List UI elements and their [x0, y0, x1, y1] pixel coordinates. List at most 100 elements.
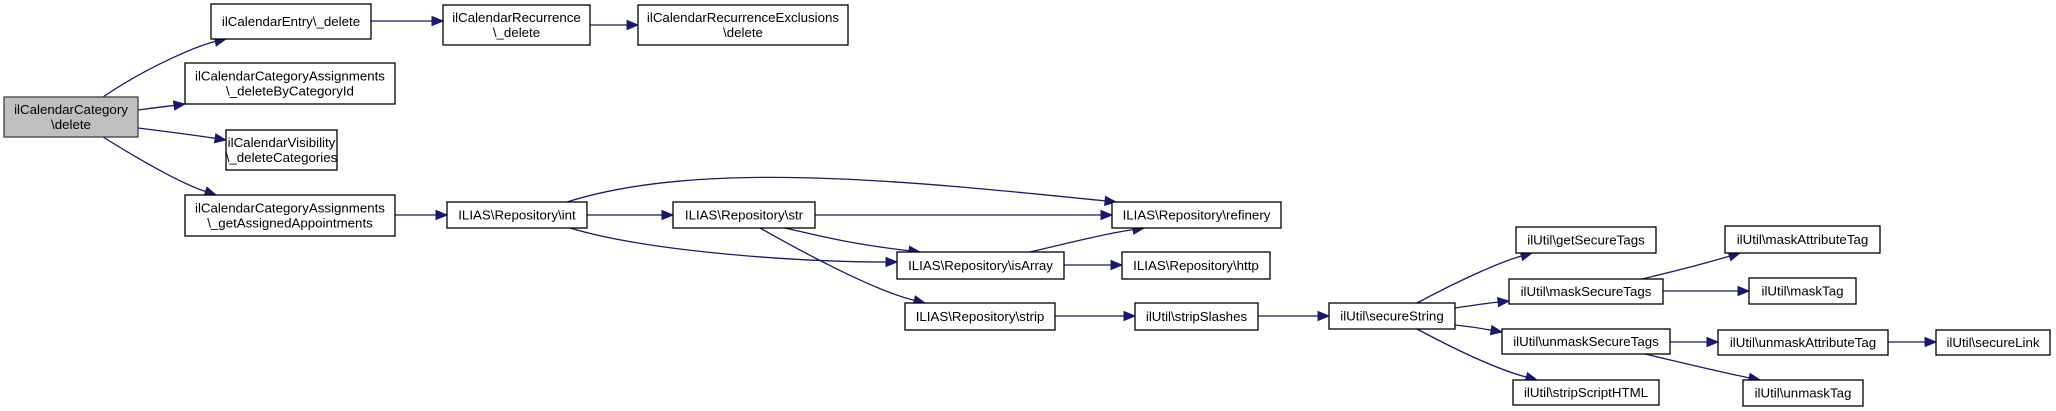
- node-box: [442, 4, 591, 46]
- node-label: ilCalendarVisibility: [228, 135, 336, 150]
- node-label: ilUtil\maskTag: [1761, 284, 1843, 299]
- arrowhead-icon: [885, 256, 899, 268]
- arrowhead-icon: [435, 209, 449, 221]
- node-box: [210, 3, 372, 40]
- node-box: [3, 96, 139, 138]
- edge-repo-int-to-repo-isarray: [569, 227, 899, 268]
- node-box: [1134, 302, 1259, 331]
- edge-root-to-get-assigned: [102, 136, 218, 197]
- node-get-secure-tags[interactable]: ilUtil\getSecureTags: [1515, 226, 1657, 254]
- arrowhead-icon: [1110, 259, 1124, 271]
- edge-unmask-secure-tags-to-unmask-tag: [1644, 353, 1762, 383]
- node-box: [637, 4, 849, 46]
- edge-get-assigned-to-repo-int: [395, 209, 449, 221]
- node-label: ilCalendarRecurrenceExclusions: [647, 10, 840, 25]
- node-recurrence-delete[interactable]: ilCalendarRecurrence\_delete: [442, 4, 591, 46]
- node-strip-script-html[interactable]: ilUtil\stripScriptHTML: [1512, 379, 1660, 406]
- node-box: [1742, 379, 1864, 407]
- node-label: ilUtil\unmaskTag: [1755, 386, 1852, 401]
- edge-line: [1454, 301, 1499, 309]
- node-box: [904, 302, 1056, 331]
- arrowhead-icon: [1123, 310, 1137, 322]
- arrowhead-icon: [1497, 296, 1511, 308]
- node-label: \_deleteByCategoryId: [226, 84, 354, 99]
- edge-repo-isarray-to-repo-http: [1063, 259, 1124, 271]
- arrowhead-icon: [1924, 336, 1938, 348]
- node-box: [1748, 277, 1857, 305]
- node-repo-isarray[interactable]: ILIAS\Repository\isArray: [896, 251, 1065, 280]
- node-label: ilCalendarEntry\_delete: [222, 14, 360, 29]
- node-box: [1724, 225, 1881, 254]
- edge-root-to-delete-by-category: [137, 100, 187, 111]
- node-label: ilUtil\stripSlashes: [1146, 309, 1248, 324]
- node-unmask-attribute-tag[interactable]: ilUtil\unmaskAttributeTag: [1717, 329, 1889, 356]
- node-repo-str[interactable]: ILIAS\Repository\str: [672, 201, 816, 229]
- edge-mask-secure-tags-to-mask-attribute-tag: [1641, 251, 1742, 280]
- edge-repo-str-to-repo-refinery: [815, 209, 1114, 221]
- node-repo-int[interactable]: ILIAS\Repository\int: [446, 201, 588, 229]
- arrowhead-icon: [431, 15, 445, 27]
- node-mask-attribute-tag[interactable]: ilUtil\maskAttributeTag: [1724, 225, 1881, 254]
- node-root[interactable]: ilCalendarCategory\delete: [3, 96, 139, 138]
- node-label: ILIAS\Repository\http: [1133, 258, 1259, 273]
- edge-strip-slashes-to-secure-string: [1257, 310, 1331, 322]
- arrowhead-icon: [661, 209, 675, 221]
- node-unmask-secure-tags[interactable]: ilUtil\unmaskSecureTags: [1501, 328, 1671, 355]
- node-delete-by-category[interactable]: ilCalendarCategoryAssignments\_deleteByC…: [184, 62, 396, 105]
- node-repo-strip[interactable]: ILIAS\Repository\strip: [904, 302, 1056, 331]
- node-entry-delete[interactable]: ilCalendarEntry\_delete: [210, 3, 372, 40]
- node-label: ilCalendarRecurrence: [452, 10, 581, 25]
- node-label: ILIAS\Repository\refinery: [1123, 208, 1271, 223]
- arrowhead-icon: [172, 100, 187, 111]
- node-label: ilUtil\unmaskSecureTags: [1513, 334, 1659, 349]
- edge-line: [566, 176, 1106, 203]
- edge-recurrence-delete-to-exclusions-delete: [590, 19, 640, 31]
- node-secure-link[interactable]: ilUtil\secureLink: [1935, 329, 2051, 356]
- node-box: [1935, 329, 2051, 356]
- node-box: [1512, 379, 1660, 406]
- edge-entry-delete-to-recurrence-delete: [371, 15, 445, 27]
- node-mask-tag[interactable]: ilUtil\maskTag: [1748, 277, 1857, 305]
- node-box: [184, 62, 396, 105]
- edge-repo-int-to-repo-str: [587, 209, 675, 221]
- node-box: [1328, 302, 1456, 330]
- node-label: \_getAssignedAppointments: [207, 216, 373, 231]
- edge-unmask-attribute-tag-to-secure-link: [1887, 336, 1938, 348]
- node-label: ilCalendarCategoryAssignments: [195, 69, 385, 84]
- node-box: [184, 194, 396, 237]
- node-exclusions-delete[interactable]: ilCalendarRecurrenceExclusions\delete: [637, 4, 849, 46]
- edge-line: [1644, 353, 1750, 379]
- node-label: ilCalendarCategoryAssignments: [195, 201, 385, 216]
- edge-repo-isarray-to-repo-refinery: [1029, 224, 1146, 253]
- node-repo-refinery[interactable]: ILIAS\Repository\refinery: [1111, 201, 1282, 229]
- node-mask-secure-tags[interactable]: ilUtil\maskSecureTags: [1508, 278, 1664, 305]
- node-label: ilUtil\stripScriptHTML: [1524, 385, 1648, 400]
- edge-line: [1454, 324, 1492, 331]
- node-label: \delete: [51, 117, 91, 132]
- arrowhead-icon: [213, 133, 228, 144]
- node-label: ilUtil\maskSecureTags: [1521, 284, 1652, 299]
- edge-root-to-visibility-delete: [137, 127, 228, 144]
- node-secure-string[interactable]: ilUtil\secureString: [1328, 302, 1456, 330]
- arrowhead-icon: [1706, 336, 1720, 348]
- edge-mask-secure-tags-to-mask-tag: [1662, 285, 1751, 297]
- edge-line: [137, 127, 216, 139]
- node-visibility-delete[interactable]: ilCalendarVisibility\_deleteCategories: [225, 129, 338, 171]
- node-label: ILIAS\Repository\int: [458, 208, 576, 223]
- node-get-assigned[interactable]: ilCalendarCategoryAssignments\_getAssign…: [184, 194, 396, 237]
- node-unmask-tag[interactable]: ilUtil\unmaskTag: [1742, 379, 1864, 407]
- edge-line: [1416, 328, 1527, 378]
- node-repo-http[interactable]: ILIAS\Repository\http: [1121, 251, 1271, 280]
- edge-line: [759, 227, 915, 302]
- arrowhead-icon: [626, 19, 640, 31]
- edge-line: [1029, 228, 1134, 253]
- edge-repo-str-to-repo-isarray: [784, 227, 922, 256]
- node-label: ilUtil\getSecureTags: [1527, 233, 1645, 248]
- edge-line: [1641, 255, 1730, 280]
- edge-line: [1416, 255, 1522, 304]
- arrowhead-icon: [1489, 324, 1504, 336]
- node-label: ILIAS\Repository\strip: [916, 309, 1045, 324]
- node-box: [1508, 278, 1664, 305]
- node-strip-slashes[interactable]: ilUtil\stripSlashes: [1134, 302, 1259, 331]
